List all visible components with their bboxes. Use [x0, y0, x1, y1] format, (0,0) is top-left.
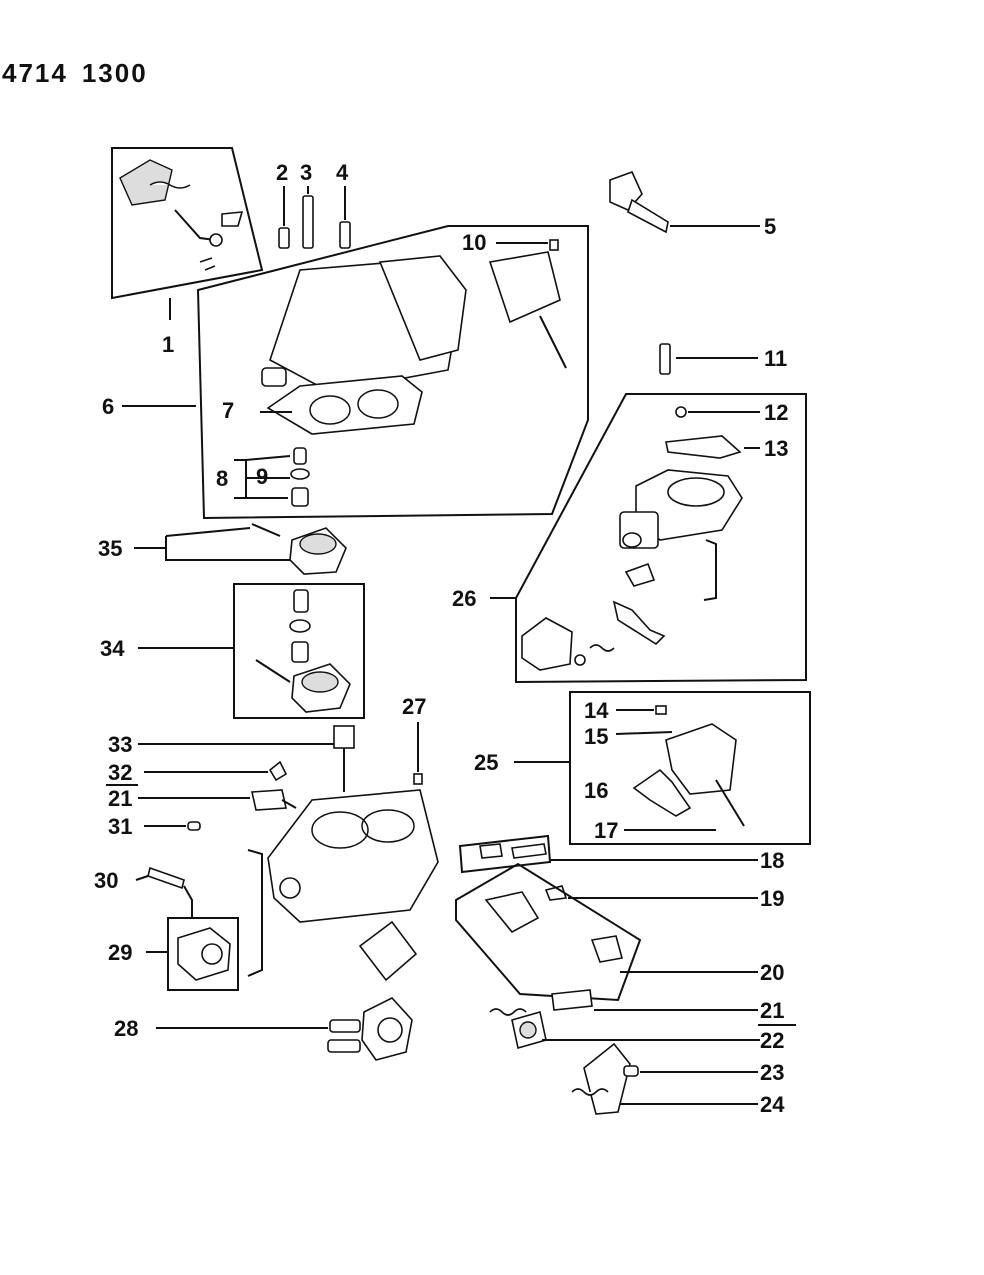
part-29-30-group [135, 866, 239, 991]
callout-23: 23 [760, 1060, 784, 1085]
callout-9: 9 [256, 464, 268, 489]
callout-34: 34 [100, 636, 125, 661]
parts-23-24-group [571, 1042, 758, 1115]
document-number: 4714 1300 [2, 58, 162, 89]
callout-26: 26 [452, 586, 476, 611]
part-35-group [134, 523, 347, 575]
callout-17: 17 [594, 818, 618, 843]
carburetor-assembly-group [122, 225, 589, 520]
document-number-part2: 1300 [81, 58, 148, 88]
callout-18: 18 [760, 848, 784, 873]
part-22-28-group [156, 920, 760, 1061]
part-25-group [514, 691, 811, 845]
callout-27: 27 [402, 694, 426, 719]
callout-11: 11 [764, 346, 787, 371]
callout-30: 30 [94, 868, 118, 893]
callout-33: 33 [108, 732, 132, 757]
part-11-screw [659, 343, 758, 375]
callout-25: 25 [474, 750, 498, 775]
callout-14: 14 [584, 698, 609, 723]
callout-10: 10 [462, 230, 486, 255]
lower-body-group [138, 722, 439, 977]
part-5-lever [609, 170, 760, 234]
callout-21b: 21 [760, 998, 784, 1023]
callout-labels: 1 2 3 4 5 6 7 8 9 10 11 12 13 14 15 16 1… [94, 160, 796, 1117]
callout-22: 22 [760, 1028, 784, 1053]
callout-28: 28 [114, 1016, 138, 1041]
callout-32: 32 [108, 760, 132, 785]
part-26-group [490, 393, 807, 684]
callout-12: 12 [764, 400, 788, 425]
callout-21a: 21 [108, 786, 132, 811]
callout-29: 29 [108, 940, 132, 965]
callout-3: 3 [300, 160, 312, 185]
callout-2: 2 [276, 160, 288, 185]
screws-2-3-4 [278, 186, 351, 249]
callout-8: 8 [216, 466, 228, 491]
callout-16: 16 [584, 778, 608, 803]
document-number-part1: 4714 [2, 58, 68, 88]
callout-24: 24 [760, 1092, 785, 1117]
callout-19: 19 [760, 886, 784, 911]
callout-6: 6 [102, 394, 114, 419]
callout-20: 20 [760, 960, 784, 985]
callout-31: 31 [108, 814, 132, 839]
callout-4: 4 [336, 160, 349, 185]
callout-7: 7 [222, 398, 234, 423]
callout-15: 15 [584, 724, 608, 749]
part-1-group [111, 147, 264, 320]
parts-18-21-group [455, 834, 758, 1011]
callout-13: 13 [764, 436, 788, 461]
callout-1: 1 [162, 332, 174, 357]
callout-5: 5 [764, 214, 776, 239]
part-34-group [138, 583, 365, 719]
callout-35: 35 [98, 536, 122, 561]
